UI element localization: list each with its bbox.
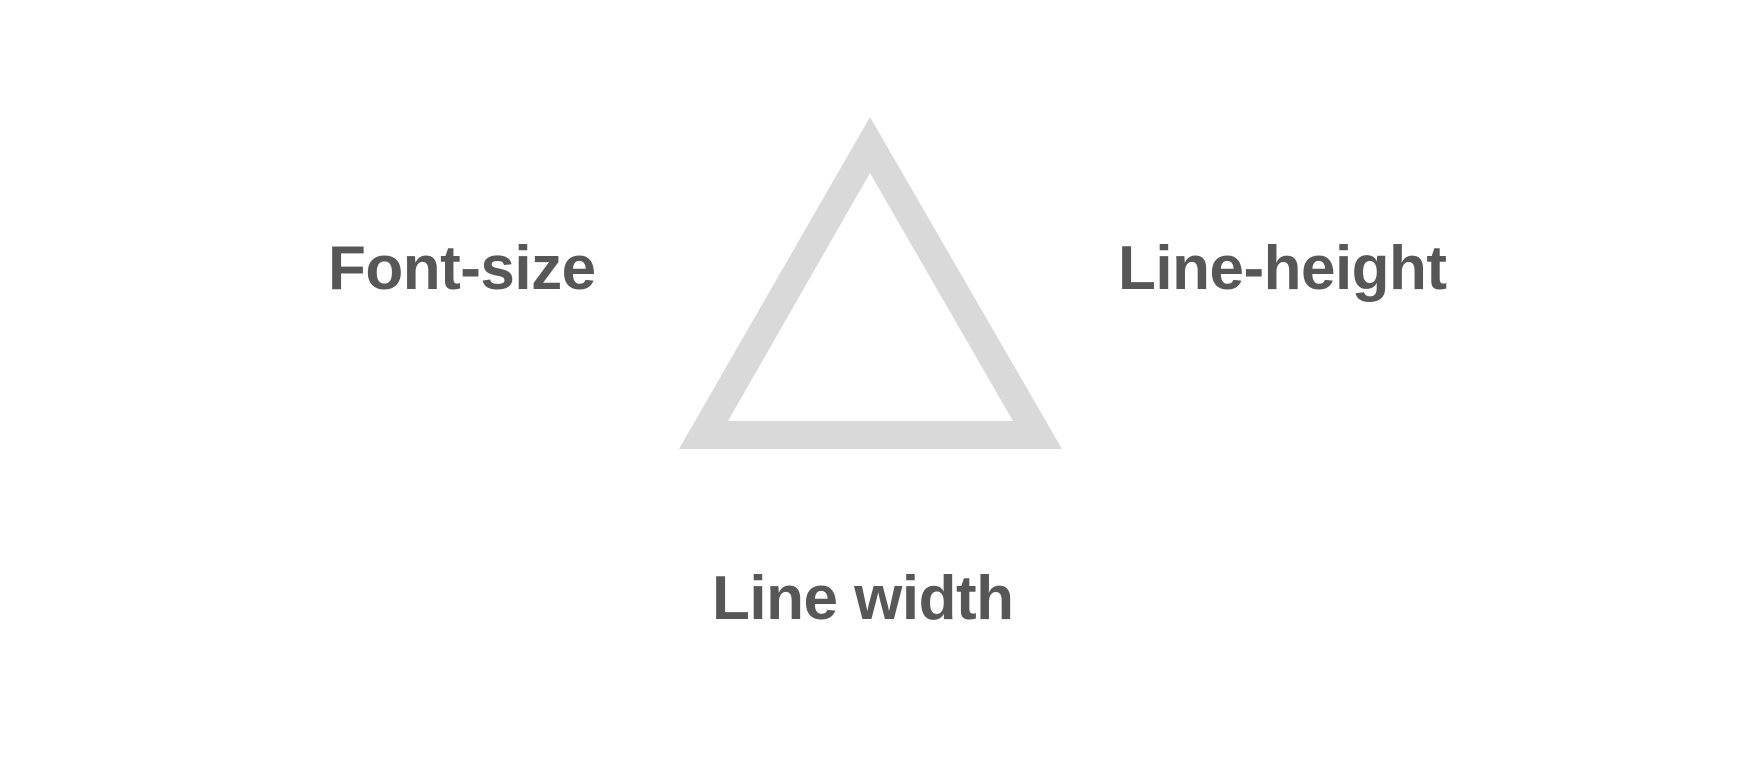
triangle-outline xyxy=(679,117,1062,449)
label-font-size: Font-size xyxy=(328,234,596,303)
label-line-height: Line-height xyxy=(1118,234,1447,303)
label-line-width: Line width xyxy=(712,564,1014,633)
